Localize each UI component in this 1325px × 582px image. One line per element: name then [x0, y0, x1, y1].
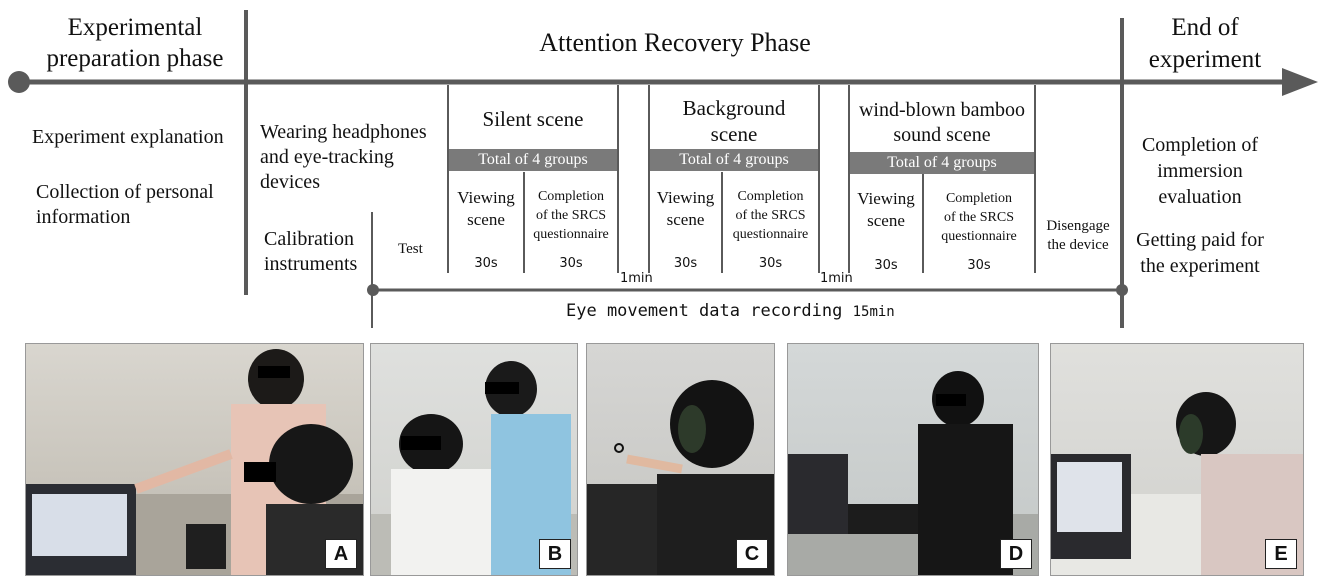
photo-a-censor-1 [258, 366, 290, 378]
prep-divider [244, 10, 248, 295]
scene1-completion: Completion of the SRCS questionnaire [533, 189, 609, 242]
end-phase-title: End of experiment [1148, 14, 1262, 73]
recovery-phase-title: Attention Recovery Phase [539, 28, 811, 57]
photo-a: A [25, 343, 364, 576]
photo-b: B [370, 343, 578, 576]
setup-test: Test [398, 241, 423, 257]
photo-d-censor [936, 394, 966, 406]
scene3-title: wind-blown bamboo sound scene [858, 99, 1026, 146]
photo-c: C [586, 343, 775, 576]
scene2-complete-time: 30s [758, 256, 783, 271]
scene1-title: Silent scene [482, 107, 584, 131]
scene3-viewing: Viewing scene [857, 189, 915, 230]
break2-label: 1min [820, 271, 853, 286]
scene3-right-bar [1034, 85, 1036, 273]
scene2-title: Background scene [682, 96, 786, 146]
scene1-mid-bar [523, 172, 525, 273]
scene2-group-band: Total of 4 groups [650, 149, 818, 171]
scene2-left-bar [648, 85, 650, 273]
photo-d: D [787, 343, 1039, 576]
photo-d-scene [788, 371, 1038, 575]
photo-a-label: A [325, 539, 357, 569]
scene3-group-band: Total of 4 groups [850, 152, 1034, 174]
setup-headphones: Wearing headphones and eye-tracking devi… [260, 121, 427, 193]
scene3-complete-time: 30s [967, 258, 991, 273]
setup-calibration: Calibration instruments [264, 228, 358, 275]
prep-phase-title: Experimental preparation phase [46, 14, 224, 72]
scene3-left-bar [848, 85, 850, 273]
recording-left-bar [371, 212, 373, 328]
end-item-immersion: Completion of immersion evaluation [1141, 134, 1259, 208]
photo-e-label: E [1265, 539, 1297, 569]
scene1-group-band: Total of 4 groups [449, 149, 617, 171]
scene1-right-bar [617, 85, 619, 273]
photo-b-censor-1 [401, 436, 441, 450]
prep-item-personal-info: Collection of personal information [36, 181, 214, 228]
scene2-mid-bar [721, 172, 723, 273]
end-divider [1120, 18, 1124, 328]
photo-e: E [1050, 343, 1304, 576]
recording-duration: 15min [852, 304, 895, 320]
photo-e-scene [1051, 392, 1303, 575]
disengage-device: Disengage the device [1046, 218, 1110, 253]
scene1-viewing: Viewing scene [457, 188, 515, 229]
scene1-complete-time: 30s [559, 256, 583, 271]
photo-a-scene [26, 349, 363, 575]
scene3-completion: Completion of the SRCS questionnaire [941, 191, 1017, 244]
end-item-payment: Getting paid for the experiment [1136, 229, 1264, 277]
main-timeline-arrow [8, 68, 1318, 96]
prep-item-explanation: Experiment explanation [32, 126, 224, 148]
recording-label: Eye movement data recording 15min [566, 301, 895, 321]
photo-d-label: D [1000, 539, 1032, 569]
photo-b-label: B [539, 539, 571, 569]
scene2-right-bar [818, 85, 820, 273]
scene1-view-time: 30s [474, 256, 498, 271]
scene2-completion: Completion of the SRCS questionnaire [732, 189, 809, 242]
scene3-mid-bar [922, 172, 924, 273]
break1-label: 1min [620, 271, 653, 286]
recording-line [367, 284, 1128, 296]
scene3-view-time: 30s [874, 258, 898, 273]
photo-b-censor-2 [485, 382, 519, 394]
scene2-viewing: Viewing scene [656, 188, 715, 229]
photo-b-scene [371, 361, 577, 575]
photo-c-label: C [736, 539, 768, 569]
recording-label-text: Eye movement data recording [566, 301, 843, 321]
photo-a-censor-2 [244, 462, 276, 482]
scene1-left-bar [447, 85, 449, 273]
scene2-view-time: 30s [673, 256, 698, 271]
